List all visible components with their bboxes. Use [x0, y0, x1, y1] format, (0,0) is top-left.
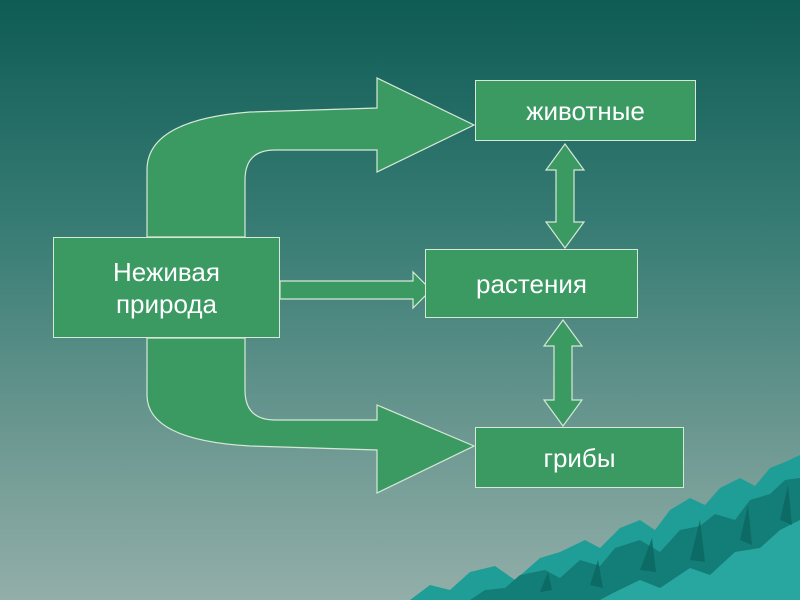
mountain-decoration [410, 455, 800, 600]
node-plants: растения [425, 249, 638, 318]
node-fungi-label: грибы [543, 442, 616, 473]
node-animals: животные [475, 80, 696, 141]
node-nonliving-label: Неживая природа [113, 256, 220, 319]
arrow-to-plants [279, 270, 432, 310]
node-animals-label: животные [526, 95, 645, 126]
double-arrow-animals-plants [544, 142, 586, 250]
double-arrow-plants-fungi [542, 318, 584, 428]
node-fungi: грибы [475, 427, 684, 488]
curved-arrow-to-animals [146, 77, 476, 238]
node-nonliving-nature: Неживая природа [53, 237, 280, 338]
node-plants-label: растения [476, 268, 587, 299]
curved-arrow-to-fungi [146, 337, 476, 494]
